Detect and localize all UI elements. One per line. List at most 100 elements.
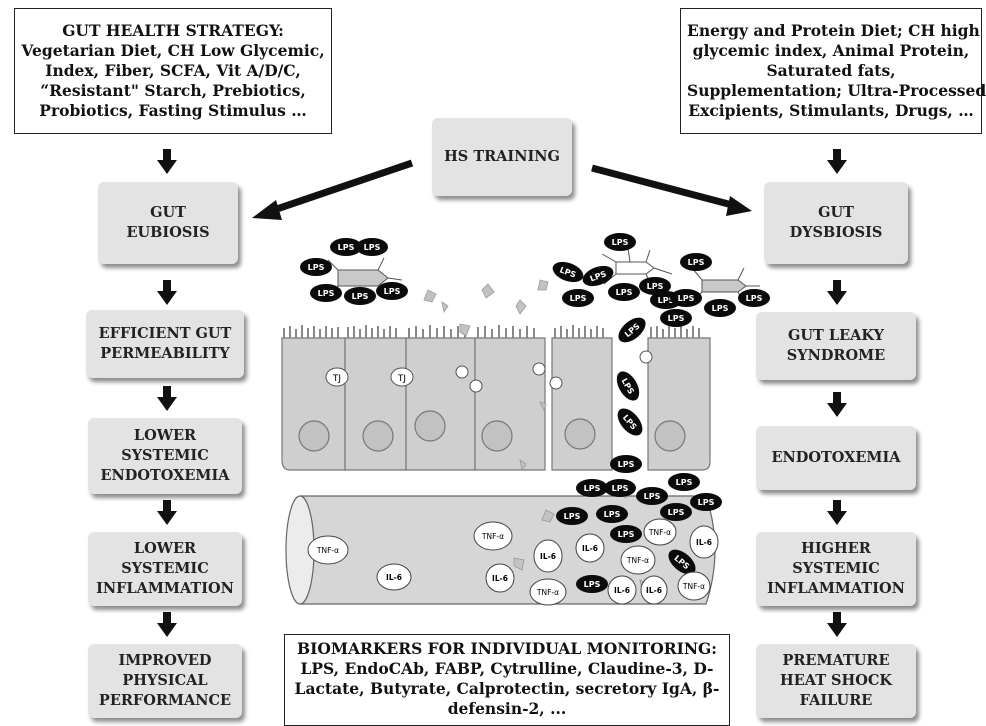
lps-marker: LPS [330, 238, 362, 256]
lps-marker: LPS [310, 284, 342, 302]
diet-line: Excipients, Stimulants, Drugs, … [688, 101, 974, 120]
arrow-to-eubiosis [266, 159, 414, 216]
gut-eubiosis-box: GUT EUBIOSIS [98, 182, 238, 264]
down-arrow-icon [157, 280, 177, 305]
step-line: GUT [818, 204, 854, 221]
lps-label: LPS [618, 530, 635, 539]
step-line: LOWER [133, 540, 197, 557]
cytokine-label: IL-6 [696, 538, 712, 547]
cytokine-label: TNF-α [682, 582, 705, 591]
strategy-line: Probiotics, Fasting Stimulus … [39, 101, 307, 120]
lps-marker: LPS [376, 282, 408, 300]
lps-marker: LPS [576, 575, 608, 593]
strategy-line: Index, Fiber, SCFA, Vit A/D/C, [45, 61, 301, 80]
down-arrow-icon [827, 392, 847, 417]
epithelium [281, 325, 711, 471]
step-line: PERFORMANCE [98, 692, 232, 709]
cytokine-markers: TNF-αIL-6TNF-αIL-6IL-6IL-6TNF-αTNF-αTNF-… [307, 518, 719, 606]
flow-arrows [157, 149, 847, 637]
lps-label: LPS [698, 498, 715, 507]
lps-label: LPS [318, 289, 335, 298]
lps-marker: LPS [552, 261, 584, 283]
lps-label: LPS [612, 484, 629, 493]
tj-label: TJ [397, 374, 406, 384]
down-arrow-icon [157, 500, 177, 525]
lps-label: LPS [644, 492, 661, 501]
lps-marker: LPS [660, 503, 692, 521]
diet-line: glycemic index, Animal Protein, [692, 41, 970, 60]
tnf-alpha-marker: TNF-α [529, 578, 567, 606]
training-label: HS TRAINING [444, 148, 560, 165]
biomarkers-box: BIOMARKERS FOR INDIVIDUAL MONITORING: LP… [284, 634, 730, 726]
lps-marker: LPS [562, 289, 594, 307]
diet-line: Saturated fats, [766, 61, 896, 80]
cytokine-label: IL-6 [614, 586, 630, 595]
lps-marker: LPS [616, 371, 640, 401]
tnf-alpha-marker: TNF-α [643, 518, 677, 546]
cytokine-label: IL-6 [582, 544, 598, 553]
biomarker-line: BIOMARKERS FOR INDIVIDUAL MONITORING: [296, 639, 718, 658]
lps-marker: LPS [618, 317, 646, 343]
lps-marker: LPS [356, 238, 388, 256]
arrow-to-dysbiosis [591, 164, 737, 210]
lps-marker: LPS [617, 408, 643, 436]
strategy-line: “Resistant" Starch, Prebiotics, [40, 81, 306, 100]
cytokine-label: TNF-α [626, 556, 649, 565]
lps-label: LPS [570, 294, 587, 303]
cytokine-label: IL-6 [492, 574, 508, 583]
lps-marker: LPS [608, 283, 640, 301]
tj-marker [390, 367, 414, 387]
tnf-alpha-marker: TNF-α [677, 571, 711, 601]
step-line: EFFICIENT GUT [98, 325, 232, 342]
lps-marker: LPS [668, 549, 696, 575]
step-line: HEAT SHOCK [780, 672, 892, 689]
heat-shock-failure-box: PREMATURE HEAT SHOCK FAILURE [756, 644, 916, 718]
step-line: HIGHER [801, 540, 871, 557]
step-line: INFLAMMATION [767, 580, 905, 597]
lps-marker: LPS [680, 253, 712, 271]
bacterium [701, 279, 747, 293]
harmful-diet-box: Energy and Protein Diet; CH high glycemi… [680, 8, 986, 134]
diet-line: Supplementation; Ultra-Processed, [687, 81, 986, 100]
down-arrow-icon [827, 280, 847, 305]
lps-label: LPS [338, 243, 355, 252]
cytokine-label: TNF-α [316, 546, 339, 555]
lps-marker: LPS [690, 493, 722, 511]
lps-label: LPS [584, 580, 601, 589]
lps-label: LPS [564, 512, 581, 521]
cytokine-label: TNF-α [536, 588, 559, 597]
leaky-gut-box: GUT LEAKY SYNDROME [756, 312, 916, 380]
step-line: GUT [150, 204, 186, 221]
lps-label: LPS [668, 508, 685, 517]
il-6-marker: IL-6 [575, 533, 605, 563]
step-line: ENDOTOXEMIA [771, 449, 901, 466]
lps-label: LPS [604, 510, 621, 519]
lps-marker: LPS [668, 473, 700, 491]
lps-label: LPS [584, 484, 601, 493]
step-line: SYNDROME [786, 347, 886, 364]
il-6-marker: IL-6 [640, 575, 668, 605]
lps-label: LPS [352, 292, 369, 301]
step-line: GUT LEAKY [788, 327, 884, 344]
cytokine-label: IL-6 [646, 586, 662, 595]
lps-label: LPS [746, 294, 763, 303]
lps-label: LPS [688, 258, 705, 267]
il-6-marker: IL-6 [689, 525, 719, 559]
cytokine-label: TNF-α [481, 532, 504, 541]
strategy-line: GUT HEALTH STRATEGY: [62, 21, 284, 40]
lps-label: LPS [618, 460, 635, 469]
lps-marker: LPS [604, 479, 636, 497]
lower-inflammation-box: LOWER SYSTEMIC INFLAMMATION [88, 532, 242, 606]
cytokine-label: TNF-α [648, 528, 671, 537]
step-line: DYSBIOSIS [789, 224, 883, 241]
strategy-line: Vegetarian Diet, CH Low Glycemic, [21, 41, 325, 60]
step-line: PHYSICAL [122, 672, 208, 689]
gut-dysbiosis-box: GUT DYSBIOSIS [764, 182, 908, 264]
lps-marker: LPS [738, 289, 770, 307]
lps-label: LPS [676, 478, 693, 487]
efficient-permeability-box: EFFICIENT GUT PERMEABILITY [86, 310, 244, 378]
biomarker-line: Lactate, Butyrate, Calprotectin, secreto… [294, 679, 720, 698]
lps-marker: LPS [636, 487, 668, 505]
lps-marker: LPS [582, 265, 614, 287]
